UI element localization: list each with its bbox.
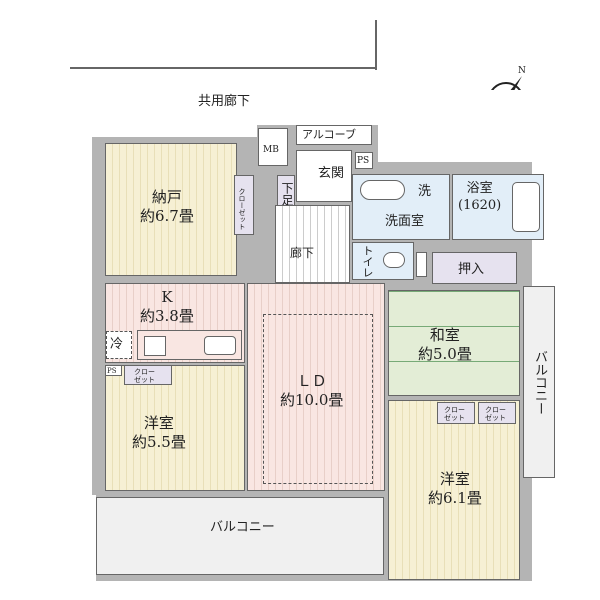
ps-label: PS [357, 156, 370, 166]
mb-label: MB [263, 145, 279, 155]
balcony-east-label: バルコニー [532, 350, 547, 415]
western2-size: 約6.1畳 [428, 489, 482, 507]
bathtub [512, 182, 540, 232]
closet [234, 175, 254, 235]
stove-icon [144, 336, 166, 356]
toilet-bowl [383, 252, 405, 268]
japanese-room [388, 290, 520, 396]
closet-3-label: クロー ゼット [485, 406, 506, 422]
washroom-label: 洗面室 [385, 214, 425, 229]
western1-name: 洋室 [143, 414, 174, 432]
meter-box [258, 128, 288, 166]
notch [92, 125, 257, 137]
compass-north-label: N [518, 66, 526, 76]
closet-1 [124, 365, 172, 385]
bathroom-label: 浴室 (1620) [458, 180, 501, 214]
washer-label: 洗 [418, 184, 432, 199]
balcony-east [523, 286, 555, 478]
ld-size: 約10.0畳 [280, 391, 344, 409]
storage-room [105, 143, 237, 276]
kitchen-size: 約3.8畳 [140, 307, 194, 325]
fridge-space [106, 331, 132, 359]
entrance-label: 玄関 [318, 166, 345, 181]
closet-2-label: クロー ゼット [444, 406, 465, 422]
living-dining [247, 283, 385, 491]
oshiire-label: 押入 [458, 262, 485, 277]
entrance [296, 150, 352, 202]
closet-label: クローゼット [238, 188, 246, 230]
storage-label: 納戸約6.7畳 [140, 188, 194, 226]
bath-size: (1620) [458, 198, 502, 213]
ld-dashed-area [263, 314, 373, 484]
ld-name: ＬＤ [296, 372, 327, 390]
japanese-room-label: 和室約5.0畳 [418, 326, 472, 364]
western1-size: 約5.5畳 [132, 433, 186, 451]
washbasin [360, 180, 405, 200]
closet-3 [478, 402, 516, 424]
western-room-1 [105, 365, 245, 491]
western-room-2-label: 洋室約6.1畳 [428, 470, 482, 508]
alcove [296, 125, 372, 145]
common-corridor-label: 共用廊下 [198, 94, 251, 109]
western-room-1-label: 洋室約5.5畳 [132, 414, 186, 452]
toilet-label: トイレ [361, 245, 374, 278]
balcony-south-label: バルコニー [210, 520, 275, 535]
bath-name: 浴室 [466, 181, 493, 196]
kitchen-name: K [161, 288, 173, 306]
closet-2 [437, 402, 475, 424]
top-boundary-line [70, 67, 375, 69]
top-boundary-line [375, 20, 377, 70]
washitsu-size: 約5.0畳 [418, 345, 472, 363]
western-room-2 [388, 400, 520, 580]
ps-shaft [355, 152, 373, 169]
hallway-label: 廊下 [290, 246, 315, 260]
ps-shaft-3 [105, 365, 122, 376]
storage-name: 納戸 [151, 188, 182, 206]
ps-label-3: PS [107, 367, 117, 375]
sink-icon [204, 336, 236, 355]
balcony-south [96, 497, 384, 575]
alcove-label: アルコーブ [302, 128, 357, 141]
oshiire [432, 252, 517, 284]
hallway [275, 205, 350, 283]
closet-1-label: クロー ゼット [134, 368, 155, 384]
storage-size: 約6.7畳 [140, 207, 194, 225]
fridge-label: 冷 [110, 337, 124, 352]
notch [378, 90, 538, 162]
western2-name: 洋室 [439, 470, 470, 488]
washitsu-name: 和室 [429, 326, 460, 344]
ps-shaft-2 [416, 252, 427, 277]
notch [92, 495, 96, 585]
